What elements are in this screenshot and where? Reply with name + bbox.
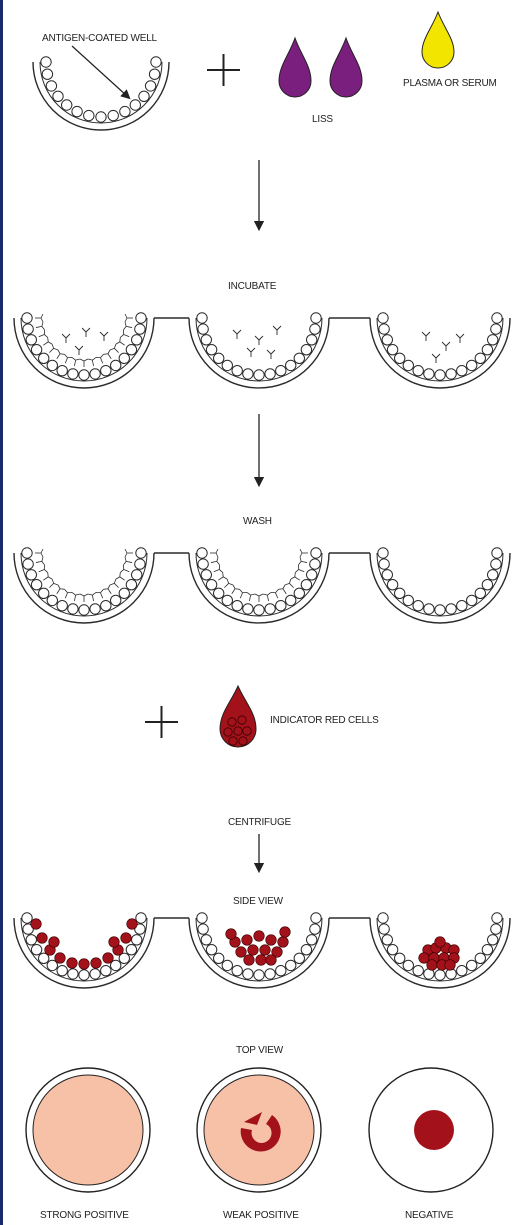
plus-sign-2 xyxy=(145,706,178,738)
liss-drops-icon xyxy=(279,38,362,97)
side-view-label: SIDE VIEW xyxy=(233,896,284,907)
indicator-red-cells-drop-icon xyxy=(220,686,256,747)
plasma-label: PLASMA OR SERUM xyxy=(403,78,497,89)
plasma-drop-icon xyxy=(422,12,454,68)
strong-positive-label: STRONG POSITIVE xyxy=(40,1210,129,1221)
plus-sign-1 xyxy=(207,54,240,86)
top-view-weak-positive xyxy=(197,1068,321,1192)
indicator-label: INDICATOR RED CELLS xyxy=(270,715,379,726)
negative-label: NEGATIVE xyxy=(405,1210,454,1221)
incubate-well-strip xyxy=(14,313,510,388)
step1-antigen-well: ANTIGEN-COATED WELL xyxy=(33,33,169,130)
wash-well-strip xyxy=(14,548,510,623)
antigen-well-label: ANTIGEN-COATED WELL xyxy=(42,33,158,44)
centrifuge-label: CENTRIFUGE xyxy=(228,817,292,828)
incubate-label: INCUBATE xyxy=(228,281,277,292)
side-view-well-strip xyxy=(14,913,510,988)
wash-label: WASH xyxy=(243,516,272,527)
top-view-negative xyxy=(369,1068,493,1192)
top-view-label: TOP VIEW xyxy=(236,1045,284,1056)
liss-label: LISS xyxy=(312,114,333,125)
top-view-strong-positive xyxy=(26,1068,150,1192)
weak-positive-label: WEAK POSITIVE xyxy=(223,1210,299,1221)
